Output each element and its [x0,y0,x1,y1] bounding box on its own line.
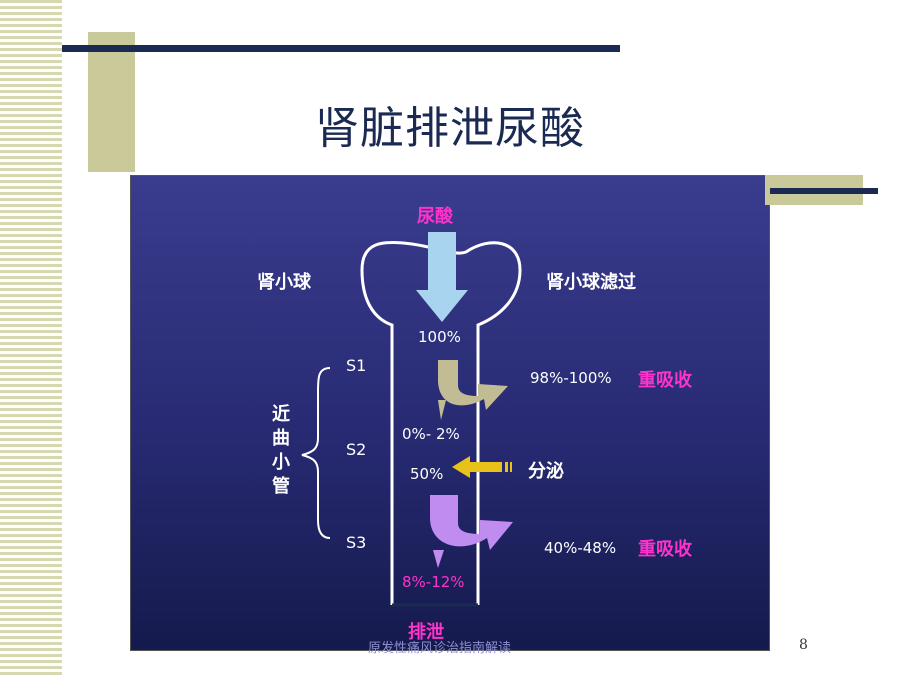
reabsorption-arrow-1 [438,360,508,410]
tubule-char-2: 曲 [272,428,290,449]
segment-s2: S2 [346,440,367,459]
down-arrow-1 [438,400,446,420]
page-number: 8 [799,637,808,653]
secretion-arrow-head [452,456,470,478]
secretion-arrow-tick-2 [510,462,512,472]
glomerulus-label: 肾小球 [257,272,311,293]
segment-s1: S1 [346,356,367,375]
reabsorption-1-label: 重吸收 [638,370,692,391]
down-arrow-2 [433,550,444,568]
filtration-arrow [416,232,468,322]
uric-acid-label: 尿酸 [417,206,453,227]
reabsorption-2-label: 重吸收 [638,539,692,560]
excreted-percent: 8%-12% [402,573,465,591]
footer-text: 原发性痛风诊治指南解读 [368,641,512,656]
olive-block-decoration [88,32,135,172]
remaining-1-percent: 0%- 2% [402,425,460,443]
secretion-label: 分泌 [528,461,564,482]
top-rule [62,45,620,52]
segment-brace [301,367,331,539]
glomerular-filtration-label: 肾小球滤过 [546,272,636,293]
left-stripe-decoration [0,0,62,675]
secretion-arrow-shaft [470,462,502,472]
right-rule [770,188,878,194]
filtered-percent: 100% [418,328,461,346]
reabsorption-1-percent: 98%-100% [530,369,612,387]
reabsorption-2-percent: 40%-48% [544,539,617,557]
segment-s3: S3 [346,533,367,552]
excretion-label: 排泄 [408,622,444,643]
diagram-panel [130,175,770,651]
reabsorption-arrow-2 [430,495,513,550]
tubule-char-3: 小 [272,452,290,473]
tubule-char-1: 近 [272,404,290,425]
secretion-arrow-tick-1 [505,462,508,472]
secretion-percent: 50% [410,465,444,483]
tubule-char-4: 管 [272,476,290,497]
slide-title: 肾脏排泄尿酸 [315,103,585,154]
